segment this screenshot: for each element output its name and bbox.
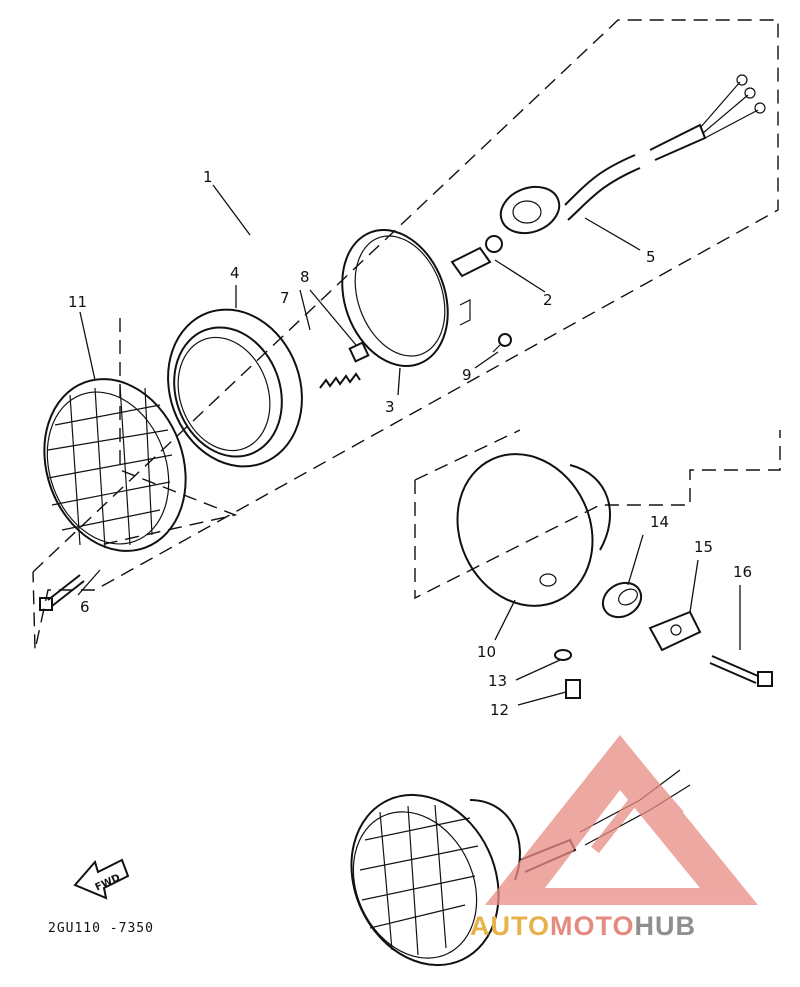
callouts: 1 2 3 4 5 6 7 8 9 10 11 12 13 14 15 16 — [68, 168, 752, 719]
bulb-socket-cord — [499, 74, 766, 235]
callout-2: 2 — [543, 291, 553, 309]
callout-11: 11 — [68, 293, 87, 311]
grommet — [601, 581, 643, 619]
callout-16: 16 — [733, 563, 752, 581]
callout-15: 15 — [694, 538, 713, 556]
callout-4: 4 — [230, 264, 240, 282]
callout-3: 3 — [385, 398, 395, 416]
callout-7: 7 — [280, 289, 290, 307]
diagram-code: 2GU110 -7350 — [48, 921, 154, 936]
watermark-moto: MOTO — [550, 911, 635, 941]
callout-10: 10 — [477, 643, 496, 661]
assembly-boundary-lines — [32, 19, 781, 651]
callout-8: 8 — [300, 268, 310, 286]
callout-1: 1 — [203, 168, 213, 186]
headlight-guard-grille — [43, 378, 187, 552]
fwd-label: FWD — [94, 872, 122, 893]
callout-5: 5 — [646, 248, 656, 266]
housing-screw — [565, 679, 581, 699]
callout-9: 9 — [462, 366, 472, 384]
adjusting-nut — [348, 341, 370, 363]
mount-bolt — [709, 655, 773, 687]
screw-small — [492, 333, 512, 353]
callout-6: 6 — [80, 598, 90, 616]
headlight-bulb — [450, 235, 503, 278]
watermark-hub: HUB — [635, 911, 697, 941]
leader-lines — [77, 184, 741, 706]
watermark-text: AUTOMOTOHUB — [470, 911, 696, 941]
mount-bracket — [648, 610, 702, 652]
callout-13: 13 — [488, 672, 507, 690]
watermark-triangle-icon — [485, 735, 758, 905]
headlight-housing — [456, 453, 611, 607]
guard-bolt — [39, 574, 85, 611]
callout-12: 12 — [490, 701, 509, 719]
watermark-auto: AUTO — [470, 911, 550, 941]
watermark-logo — [485, 735, 758, 905]
headlight-rim — [167, 308, 303, 468]
washer — [554, 649, 572, 661]
forward-arrow: FWD — [73, 858, 130, 900]
lens-unit — [341, 229, 471, 367]
callout-14: 14 — [650, 513, 669, 531]
adjusting-spring — [319, 372, 361, 389]
